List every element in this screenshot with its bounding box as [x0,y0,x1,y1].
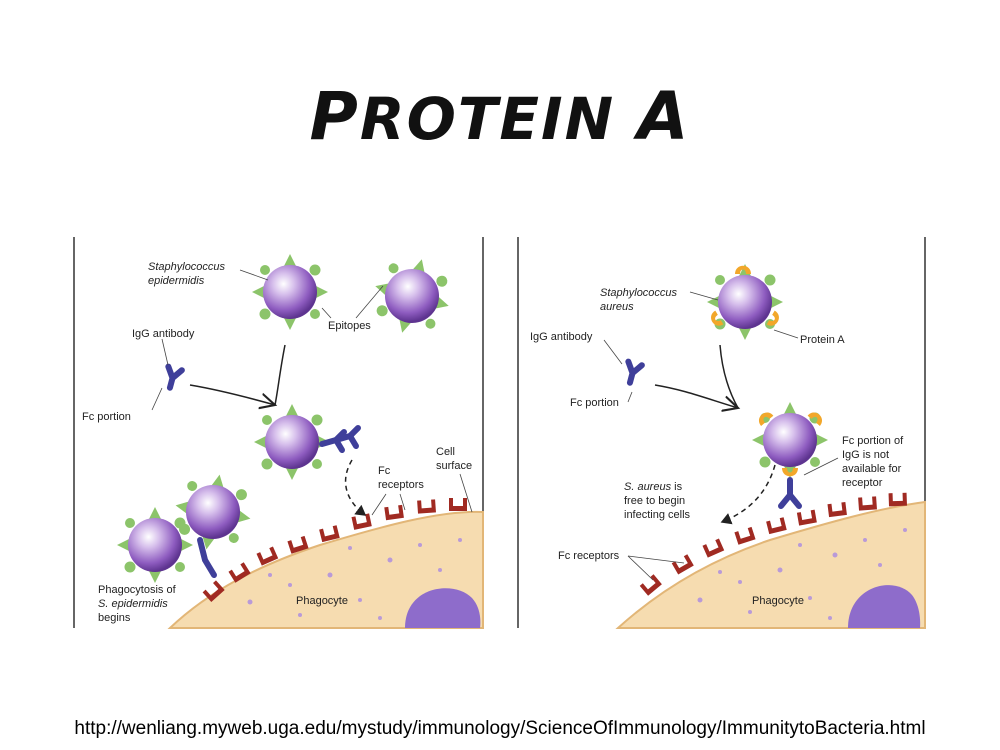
label-fc-portion-left: Fc portion [82,411,131,423]
label-staphylococcus-epidermidis-2: epidermidis [148,275,205,287]
label-fc-note-4: receptor [842,477,883,489]
label-cell-surface-2: surface [436,460,472,472]
arrow-bacterium-to-complex-right [719,344,739,409]
label-staphylococcus-aureus-1: Staphylococcus [600,287,678,299]
igg-antibody-bound-inverted [778,477,802,509]
label-igg-antibody-right: IgG antibody [530,331,593,343]
label-phagocytosis-1: Phagocytosis of [98,584,177,596]
label-fc-receptors-right: Fc receptors [558,550,620,562]
label-phagocytosis-2: S. epidermidis [98,598,168,610]
phagocyte-nucleus [405,588,481,628]
arrow-antibody-to-complex-right [654,384,738,408]
s-aureus-bacterium-top [707,264,783,340]
igg-antibody-bound-2 [197,537,217,578]
label-cell-surface-1: Cell [436,446,455,458]
source-url: http://wenliang.myweb.uga.edu/mystudy/im… [74,718,926,739]
cytoplasm-granules [247,538,462,620]
label-free-3: infecting cells [624,509,691,521]
right-panel: Staphylococcus aureus Protein A IgG anti… [517,237,926,629]
label-fc-note-1: Fc portion of [842,435,904,447]
left-panel: Staphylococcus epidermidis Epitopes IgG … [73,237,484,629]
label-phagocytosis-3: begins [98,612,131,624]
cytoplasm-granules-right [697,528,907,620]
arrow-to-receptor [344,459,367,516]
label-phagocyte-left: Phagocyte [296,595,348,607]
label-protein-a: Protein A [800,334,845,346]
label-fc-receptors-left-1: Fc [378,465,391,477]
label-free-2: free to begin [624,495,685,507]
label-epitopes: Epitopes [328,320,371,332]
leader-lines-left [151,269,473,516]
arrow-bacterium-to-complex [274,344,286,406]
label-staphylococcus-aureus-2: aureus [600,301,634,313]
label-fc-note-3: available for [842,463,902,475]
arrow-antibody-to-complex [189,384,275,405]
s-epidermidis-bacterium-2 [365,249,459,343]
label-igg-antibody-left: IgG antibody [132,328,195,340]
s-aureus-bacterium-bound [752,402,828,478]
slide-title: PROTEIN A [309,78,691,155]
label-staphylococcus-epidermidis-1: Staphylococcus [148,261,226,273]
label-fc-note-2: IgG is not [842,449,889,461]
phagocyte-nucleus-right [848,585,921,628]
label-fc-portion-right: Fc portion [570,397,619,409]
igg-antibody-free [163,367,182,390]
igg-antibody-bound-1 [319,425,361,453]
s-epidermidis-bacterium-4 [117,507,193,583]
leader-lines-right [603,291,839,581]
s-epidermidis-bacterium-3 [254,404,330,480]
arrow-free-to-infect [720,464,776,525]
s-epidermidis-bacterium-1 [252,254,328,330]
label-fc-receptors-left-2: receptors [378,479,424,491]
label-phagocyte-right: Phagocyte [752,595,804,607]
phagocyte-cell-right [615,500,926,629]
label-free-1: S. aureus is [624,481,683,493]
igg-antibody-free-right [623,362,642,385]
